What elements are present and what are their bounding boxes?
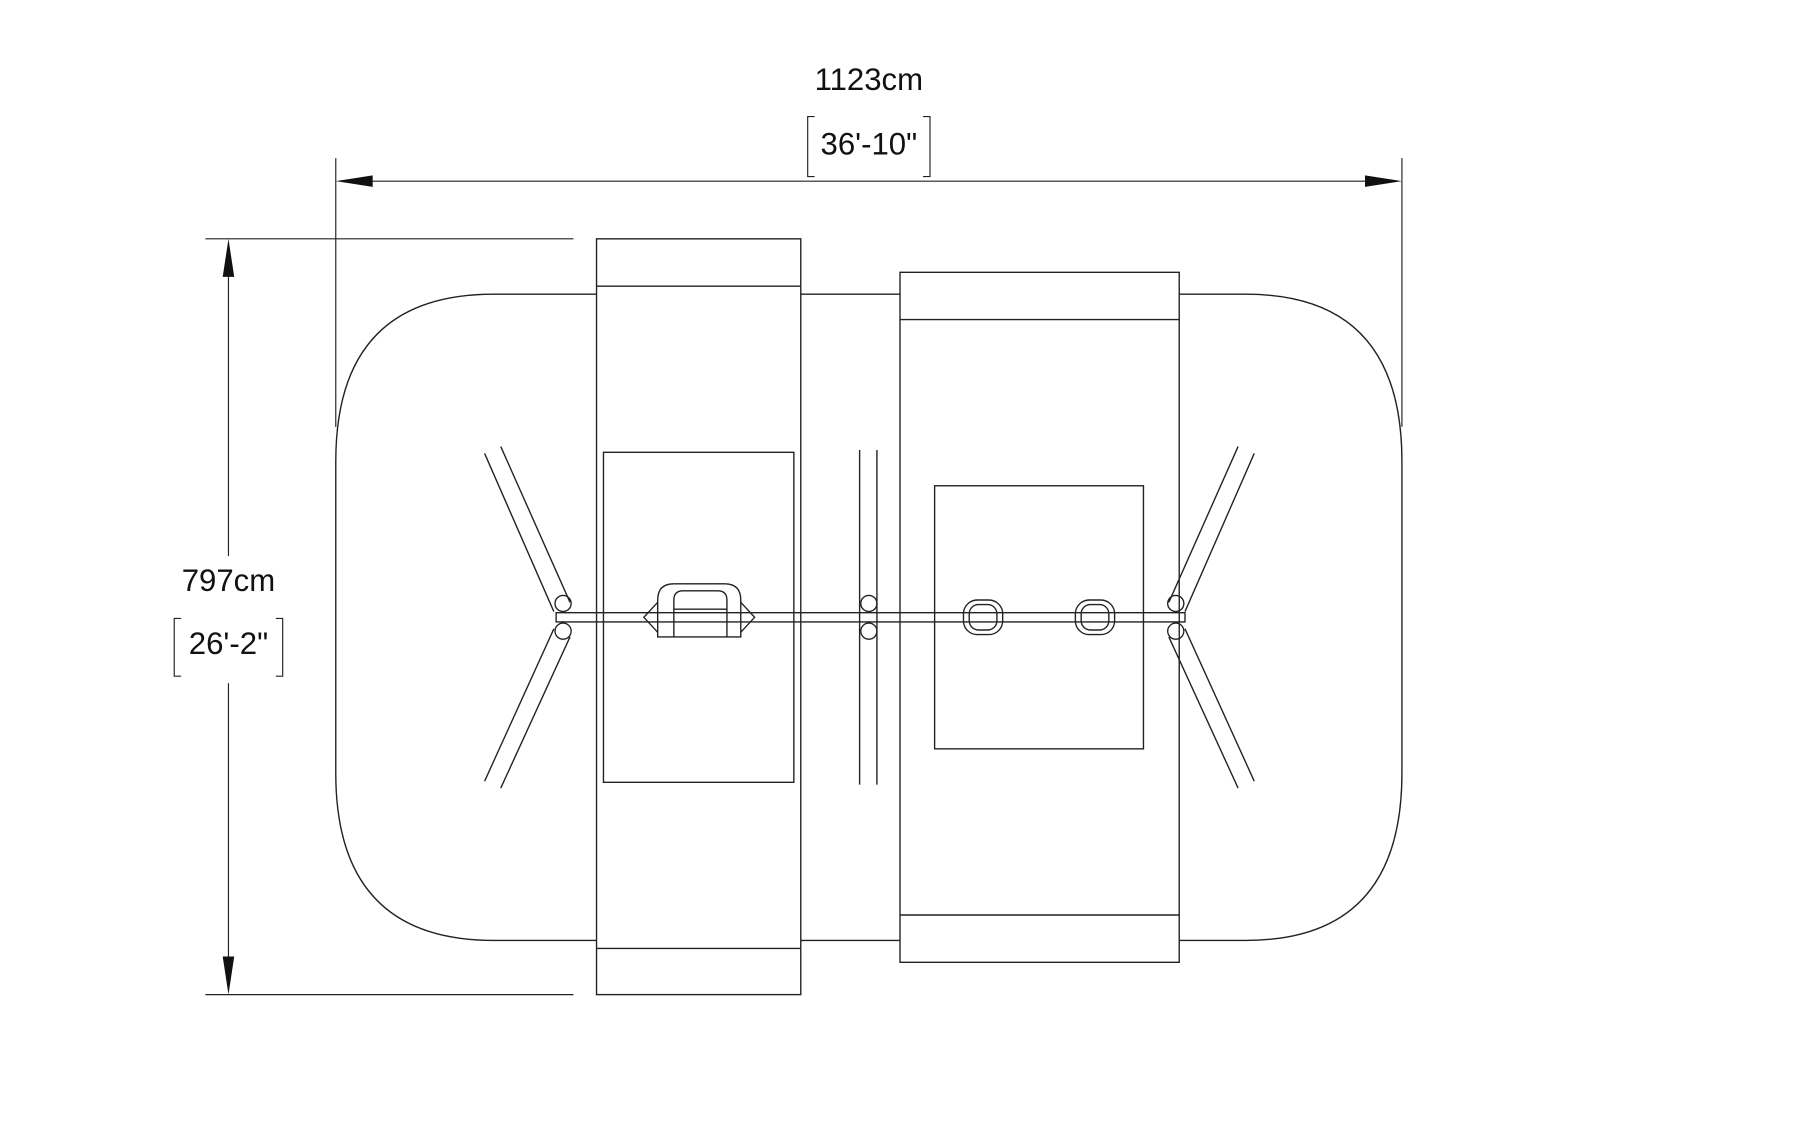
height-imperial-label: 26'-2" [189, 626, 268, 661]
belt-seat-1 [962, 599, 1004, 636]
arrow-down-icon [222, 956, 235, 995]
width-imperial-label: 36'-10" [821, 127, 918, 162]
height-dimension: 797cm 26'-2" [173, 238, 574, 996]
left-structure [595, 238, 802, 996]
arrow-right-icon [1365, 175, 1402, 187]
play-area-boundary [335, 293, 1403, 942]
belt-seat-2 [1074, 599, 1116, 636]
bucket-seat [642, 583, 756, 638]
arrow-left-icon [335, 175, 373, 187]
width-metric-label: 1123cm [815, 62, 923, 97]
width-dimension: 1123cm 36'-10" [335, 62, 1403, 427]
right-structure [899, 271, 1180, 963]
right-arms [1167, 446, 1255, 789]
height-metric-label: 797cm [182, 563, 275, 598]
crossbar [555, 612, 1186, 623]
arrow-up-icon [222, 238, 235, 277]
left-arms [483, 446, 572, 789]
